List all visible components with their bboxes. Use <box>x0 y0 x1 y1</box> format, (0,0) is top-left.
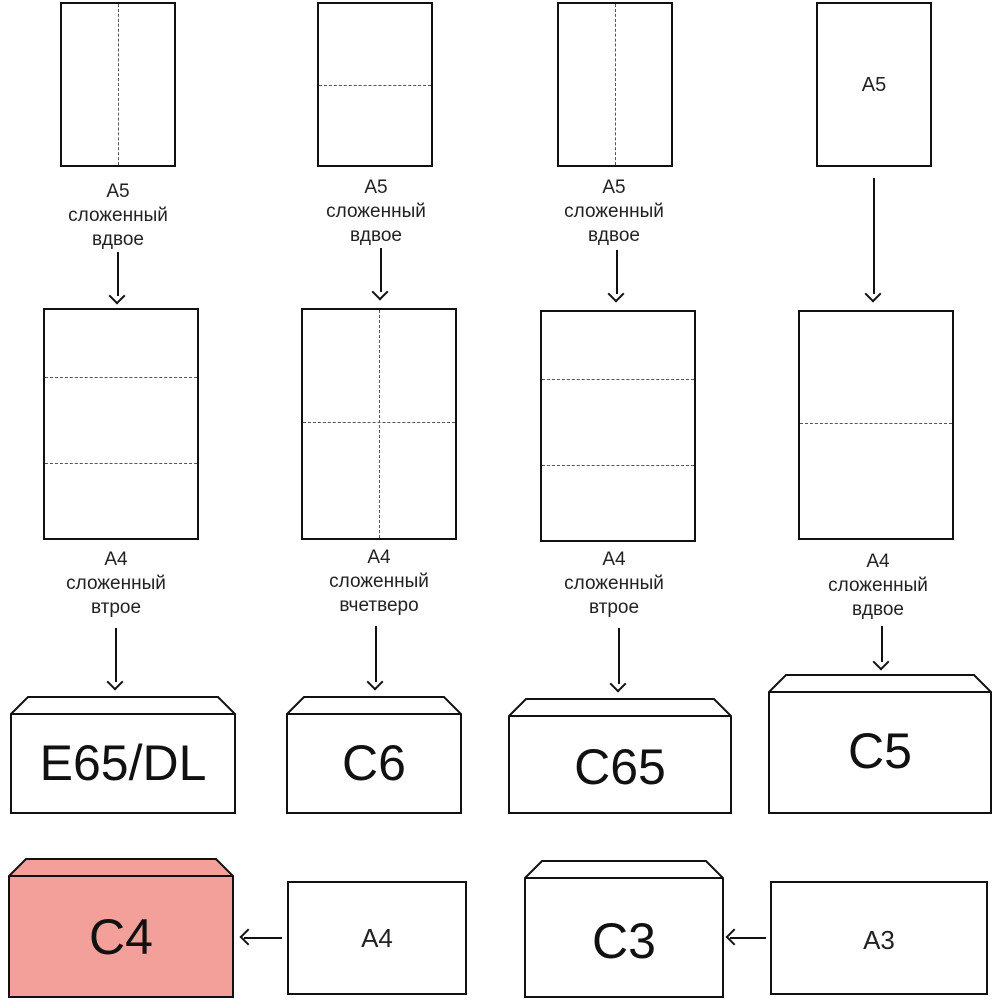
envelope-label: C3 <box>592 913 656 969</box>
a4-sheet-landscape: A4 <box>287 881 467 995</box>
envelope-shape <box>768 674 992 814</box>
left-arrow-icon <box>238 928 282 948</box>
sheet-label: A5 <box>861 74 887 96</box>
envelope-label: C6 <box>342 735 406 791</box>
envelope-shape <box>508 698 732 814</box>
a5-sheet-folded-vertical <box>60 2 176 167</box>
left-arrow-icon <box>724 928 766 948</box>
down-arrow-icon <box>864 178 884 304</box>
fold-line <box>542 465 694 466</box>
sheet-label: A3 <box>863 925 895 955</box>
envelope-shape <box>286 696 462 814</box>
sheet-label: A4 <box>361 923 393 953</box>
envelope-c3: C3 <box>524 860 724 998</box>
fold-line <box>319 85 431 86</box>
fold-line <box>303 422 455 423</box>
fold-line <box>118 4 119 165</box>
envelope-e65-dl: E65/DL <box>10 696 236 814</box>
down-arrow-icon <box>872 626 892 672</box>
envelope-label: C4 <box>89 909 153 965</box>
a4-sheet-folded-two <box>798 310 954 540</box>
envelope-shape <box>8 858 234 998</box>
fold-line <box>800 423 952 424</box>
a3-sheet-landscape: A3 <box>770 881 988 995</box>
down-arrow-icon <box>366 626 386 692</box>
fold-line <box>45 377 197 378</box>
envelope-c5: C5 <box>768 674 992 814</box>
envelope-shape <box>524 860 724 998</box>
down-arrow-icon <box>607 250 627 304</box>
envelope-c4-highlighted: C4 <box>8 858 234 998</box>
a5-sheet-folded-horizontal <box>317 2 433 167</box>
envelope-c6: C6 <box>286 696 462 814</box>
fold-line <box>379 310 380 538</box>
envelope-label: C65 <box>574 739 666 795</box>
fold-line <box>615 4 616 165</box>
down-arrow-icon <box>609 628 629 694</box>
a4-sheet-folded-three <box>43 308 199 540</box>
fold-line <box>542 379 694 380</box>
envelope-c65: C65 <box>508 698 732 814</box>
a5-sheet-folded-vertical <box>557 2 673 167</box>
a5-sheet: A5 <box>816 2 932 167</box>
a4-sheet-folded-four <box>301 308 457 540</box>
down-arrow-icon <box>108 252 128 306</box>
down-arrow-icon <box>371 248 391 302</box>
a4-sheet-folded-three <box>540 310 696 542</box>
fold-line <box>45 463 197 464</box>
envelope-label: C5 <box>848 723 912 779</box>
down-arrow-icon <box>106 628 126 692</box>
envelope-shape <box>10 696 236 814</box>
envelope-label: E65/DL <box>39 735 207 791</box>
